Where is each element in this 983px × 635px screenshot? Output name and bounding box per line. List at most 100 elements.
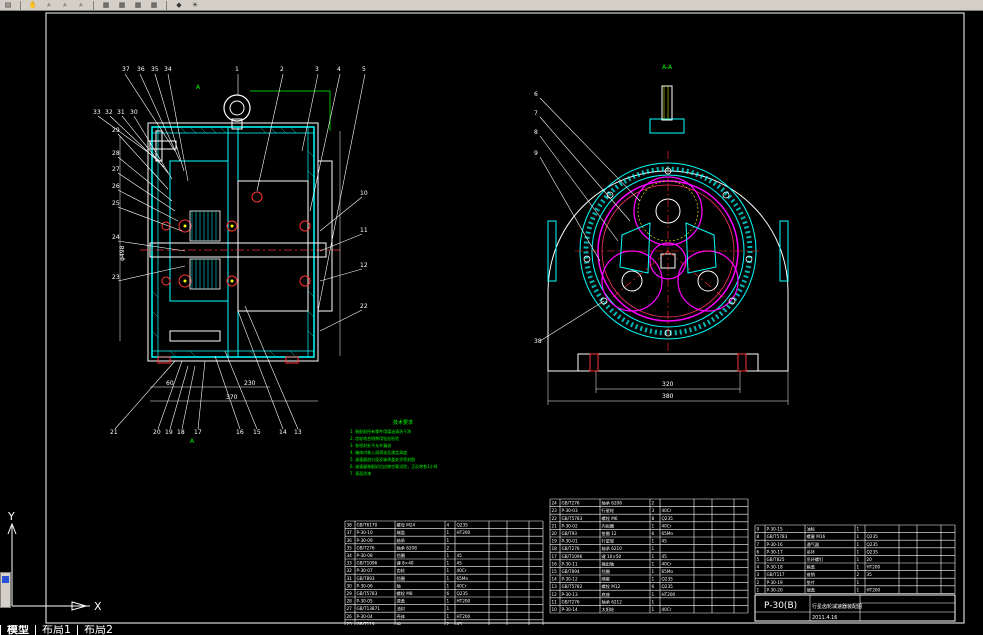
bom-cell: 12 bbox=[552, 592, 558, 597]
zoom-realtime-icon[interactable]: ⌕ bbox=[79, 1, 83, 9]
tool-palette-icon[interactable]: ▦ bbox=[134, 1, 142, 9]
bom-cell: P-30-12 bbox=[562, 577, 578, 582]
bom-cell: 27 bbox=[347, 606, 353, 611]
bom-cell: 29 bbox=[347, 591, 353, 596]
bom-cell: Q235 bbox=[867, 542, 879, 547]
dock-widget[interactable] bbox=[0, 572, 11, 608]
dim-bottom-3: 370 bbox=[226, 394, 238, 401]
bom-cell: 15 bbox=[552, 569, 558, 574]
bom-cell: 38 bbox=[347, 523, 353, 528]
bom-cell: 45 bbox=[457, 621, 463, 625]
bom-cell: 65Mn bbox=[662, 569, 674, 574]
bom-cell: 行星轮 bbox=[602, 507, 615, 514]
bom-cell: Q235 bbox=[457, 591, 469, 596]
bom-cell: 1 bbox=[447, 614, 450, 619]
bom-cell: 31 bbox=[347, 576, 353, 581]
bom-cell: 隔套 bbox=[602, 576, 611, 583]
note-line: 1. 装配前所有零件用煤油清洗干净 bbox=[350, 428, 411, 434]
ucs-y-label: Y bbox=[7, 510, 15, 523]
section-mark-top: A bbox=[196, 84, 201, 91]
bom-cell: P-30-18 bbox=[767, 565, 783, 570]
bom-cell: P-30-19 bbox=[767, 580, 783, 585]
tab-model[interactable]: 模型 bbox=[0, 625, 35, 635]
bom-cell: 18 bbox=[552, 546, 558, 551]
balloon-label: 34 bbox=[164, 66, 172, 73]
pan-icon[interactable]: ✋ bbox=[28, 1, 38, 9]
bom-cell: 37 bbox=[347, 530, 353, 535]
tab-layout2[interactable]: 布局2 bbox=[77, 625, 119, 635]
bom-cell: 1 bbox=[857, 565, 860, 570]
bom-cell: 1 bbox=[652, 523, 655, 528]
ucs-icon: Y X bbox=[7, 510, 102, 613]
bom-cell: GB/T5783 bbox=[357, 591, 378, 596]
bom-cell: P-30-17 bbox=[767, 549, 783, 554]
balloon-label: 24 bbox=[112, 234, 120, 241]
bom-cell: 1 bbox=[652, 546, 655, 551]
bom-cell: P-30-05 bbox=[357, 599, 373, 604]
tab-layout1[interactable]: 布局1 bbox=[35, 625, 77, 635]
bom-cell: 1 bbox=[857, 534, 860, 539]
light-bulb-icon[interactable]: ☀ bbox=[191, 1, 199, 9]
bom-cell: 6 bbox=[652, 531, 655, 536]
bom-cell: 2 bbox=[447, 621, 450, 625]
layer-icon[interactable]: ◆ bbox=[176, 1, 182, 9]
bom-cell: 垫圈 12 bbox=[602, 530, 617, 537]
bom-cell: 5 bbox=[757, 557, 760, 562]
bom-cell: 1 bbox=[857, 580, 860, 585]
bom-cell: 3 bbox=[757, 572, 760, 577]
bom-cell: 1 bbox=[857, 549, 860, 554]
bom-cell: 33 bbox=[347, 561, 353, 566]
balloon-label: 32 bbox=[105, 109, 113, 116]
bom-cell: 1 bbox=[652, 539, 655, 544]
section-label-aa: A-A bbox=[662, 64, 673, 71]
balloon-label: 2 bbox=[280, 66, 284, 73]
bom-cell: 2 bbox=[652, 501, 655, 506]
bom-cell: 10 bbox=[552, 607, 558, 612]
bom-cell: 1 bbox=[447, 576, 450, 581]
balloon-label: 3 bbox=[315, 66, 319, 73]
balloon-label: 22 bbox=[360, 303, 368, 310]
standard-toolbar: ▤ ✋ ⌕ ⌕ ⌕ ▦ ▦ ▦ ▦ ◆ ☀ bbox=[0, 0, 983, 11]
bom-cell: GB/T5782 bbox=[562, 584, 583, 589]
bom-cell: 20 bbox=[552, 531, 558, 536]
bom-cell: P-30-11 bbox=[562, 561, 578, 566]
design-center-icon[interactable]: ▦ bbox=[118, 1, 126, 9]
bom-cell: 油封 bbox=[397, 605, 405, 612]
zoom-previous-icon[interactable]: ⌕ bbox=[63, 1, 67, 9]
zoom-window-icon[interactable]: ⌕ bbox=[47, 1, 51, 9]
balloon-label: 25 bbox=[112, 200, 120, 207]
balloon-label: 27 bbox=[112, 166, 120, 173]
bom-cell: HT200 bbox=[457, 614, 471, 619]
bom-cell: 45 bbox=[457, 561, 463, 566]
bom-cell: GB/T825 bbox=[767, 557, 785, 562]
open-icon[interactable]: ▤ bbox=[4, 1, 12, 9]
bom-cell: 螺栓 M8 bbox=[397, 590, 413, 597]
calculator-icon[interactable]: ▦ bbox=[150, 1, 158, 9]
notes-title: 技术要求 bbox=[393, 419, 413, 426]
bom-cell: GB/T5783 bbox=[562, 516, 583, 521]
bom-cell: 内齿圈 bbox=[602, 522, 615, 529]
bom-cell: P-30-08 bbox=[357, 553, 373, 558]
bom-cell: HT200 bbox=[867, 587, 881, 592]
bom-cell: 螺栓 M12 bbox=[602, 583, 621, 590]
bom-cell: 22 bbox=[552, 516, 558, 521]
bom-cell: 端盖 bbox=[397, 529, 405, 536]
toolbar-separator bbox=[20, 0, 21, 10]
properties-icon[interactable]: ▦ bbox=[102, 1, 110, 9]
bom-cell: P-30-06 bbox=[357, 583, 373, 588]
bom-cell: GB/T276 bbox=[357, 545, 375, 550]
balloon-label: 36 bbox=[137, 66, 145, 73]
bom-cell: 挡圈 bbox=[397, 575, 405, 582]
bom-cell: 销 bbox=[397, 620, 401, 625]
bom-cell: 28 bbox=[347, 599, 353, 604]
bom-cell: 1 bbox=[652, 561, 655, 566]
bom-cell: 40Cr bbox=[662, 561, 672, 566]
balloon-label: 14 bbox=[279, 429, 287, 436]
bom-cell: 1 bbox=[857, 557, 860, 562]
